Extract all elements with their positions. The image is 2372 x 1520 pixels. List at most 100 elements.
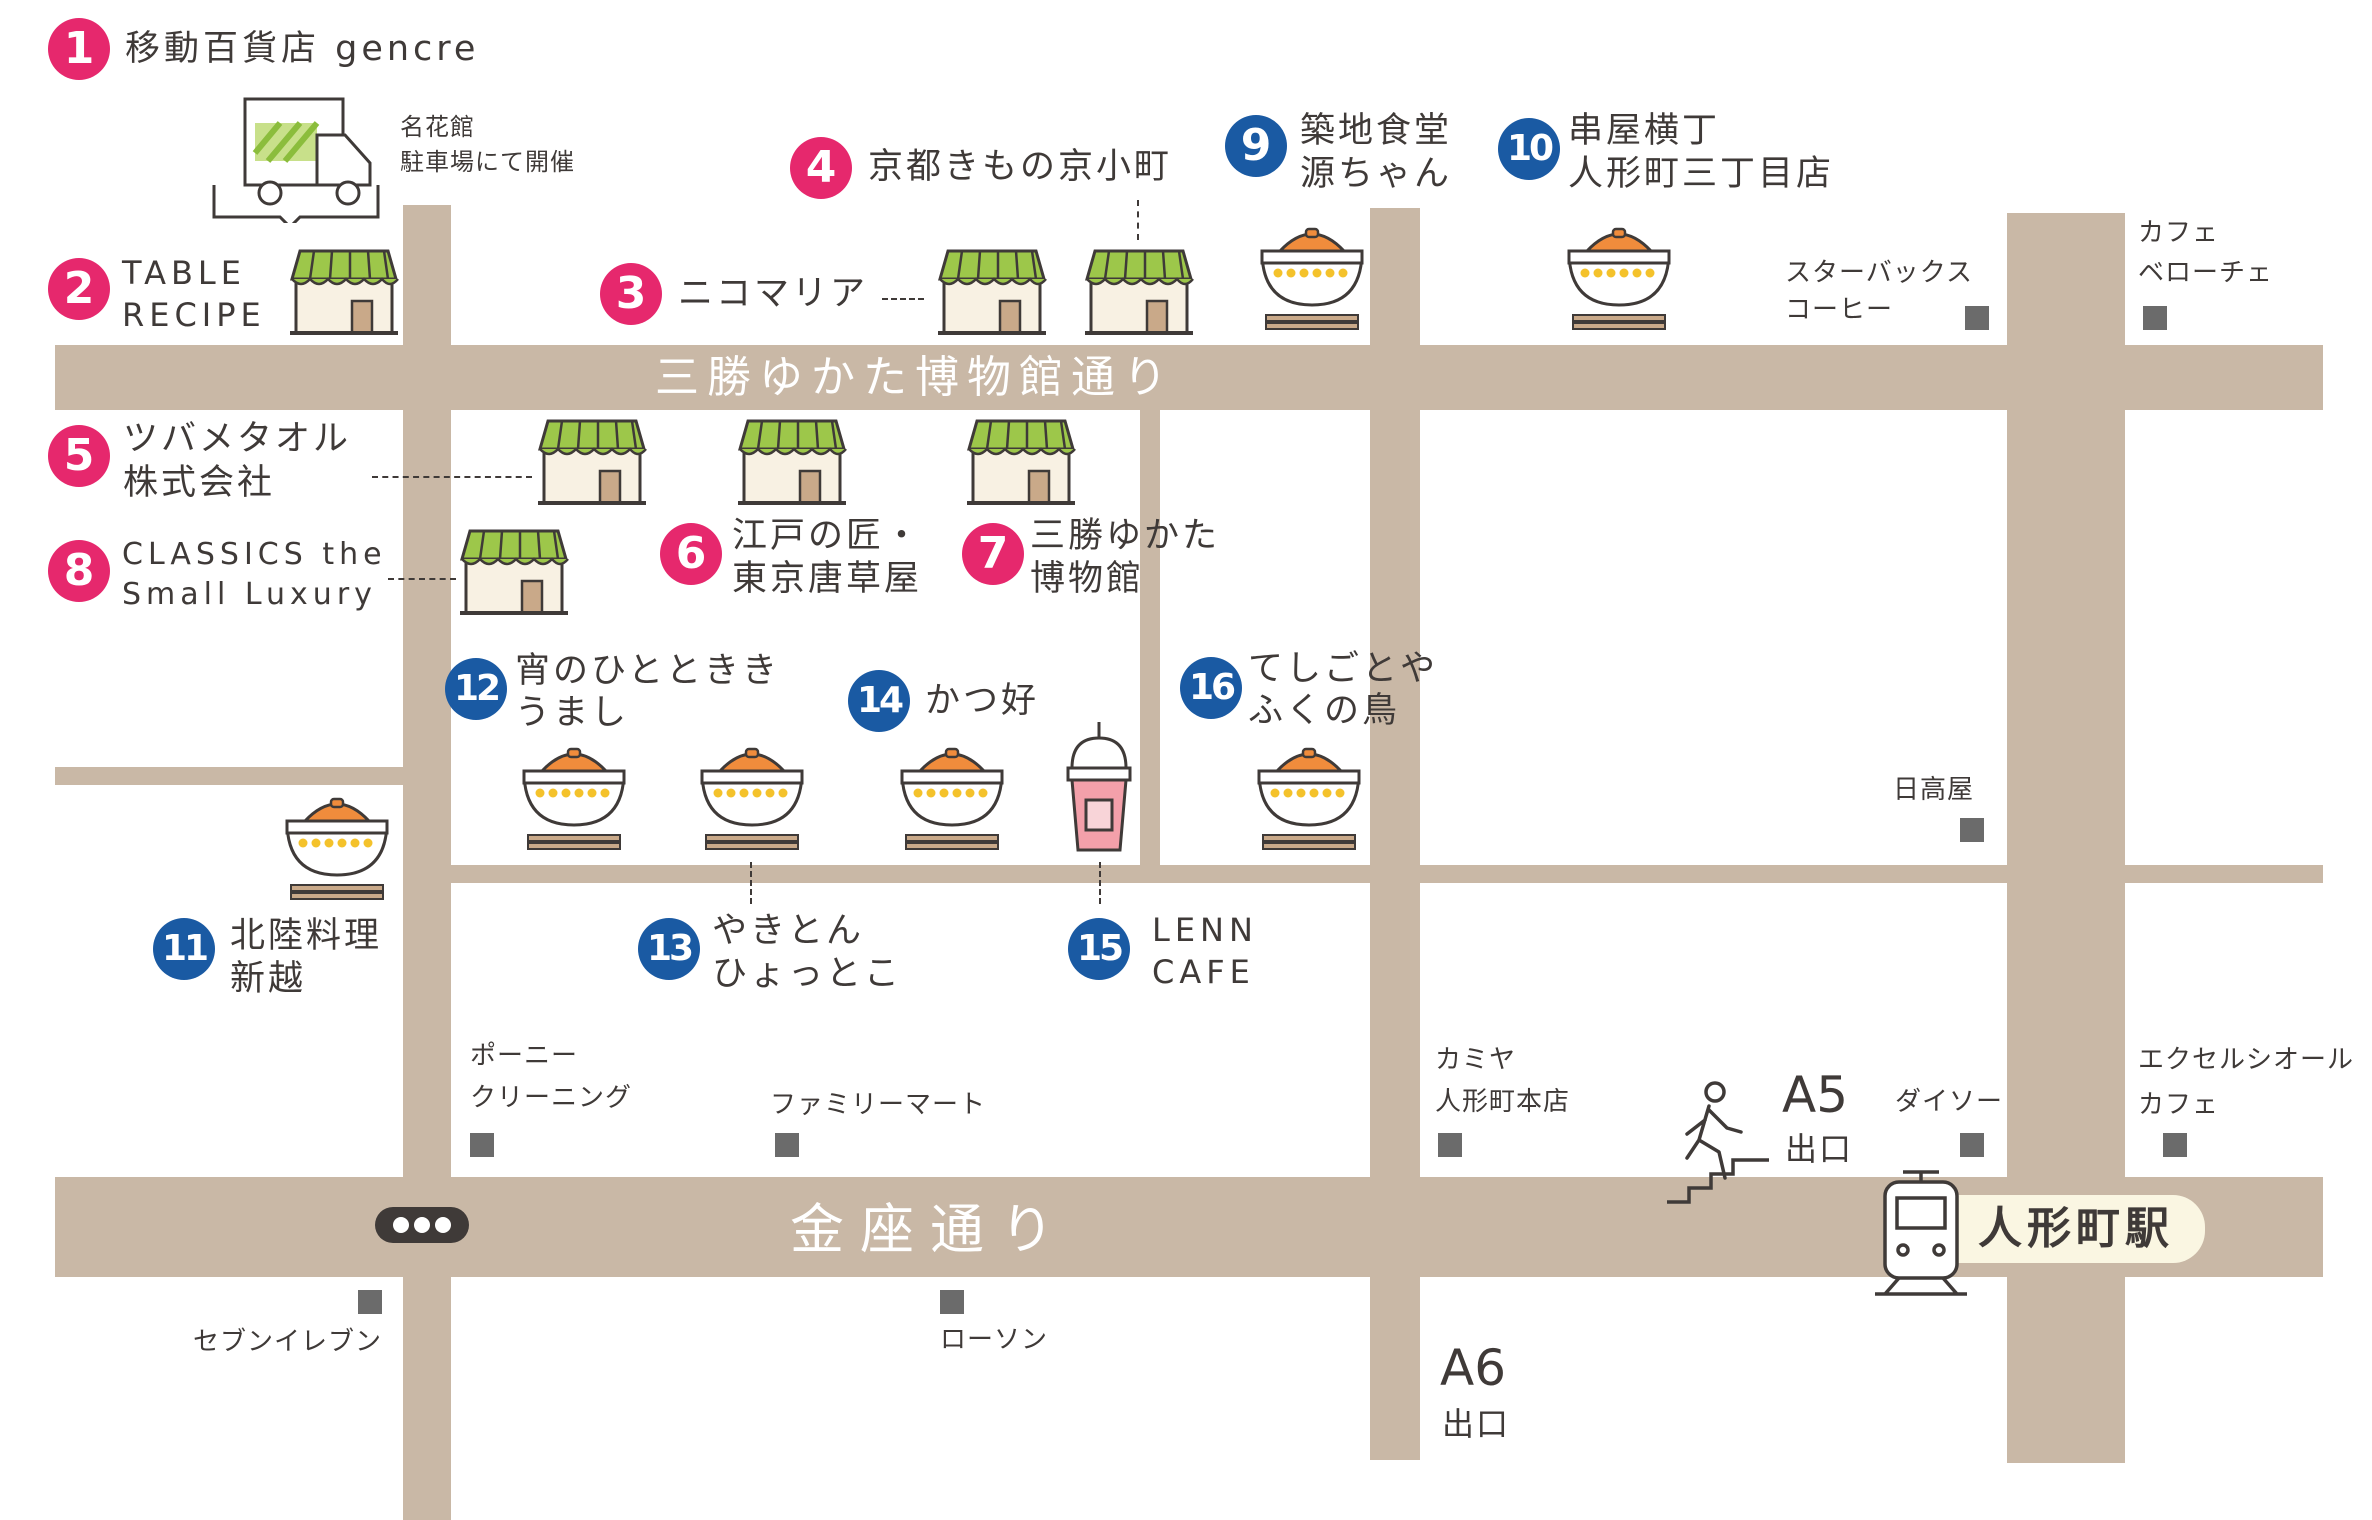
stairs-exit-icon bbox=[1667, 1081, 1769, 1204]
shop-name-1: 移動百貨店 gencre bbox=[125, 29, 480, 69]
landmark-marker bbox=[358, 1290, 382, 1314]
shop-name-16-line1: てしごとや bbox=[1248, 649, 1439, 689]
shop-badge-14: 14 bbox=[848, 670, 910, 732]
landmark-marker bbox=[940, 1290, 964, 1314]
truck-note-line1: 名花館 bbox=[400, 113, 475, 141]
shop-badge-1: 1 bbox=[48, 18, 110, 80]
shop-badge-5: 5 bbox=[48, 425, 110, 487]
landmark-kamiya-line1: カミヤ bbox=[1435, 1045, 1517, 1075]
shop-name-5-line1: ツバメタオル bbox=[123, 419, 352, 459]
restaurant-bowl-icon bbox=[1260, 227, 1364, 331]
leader-line bbox=[372, 476, 532, 478]
shop-name-11-line2: 新越 bbox=[230, 959, 307, 999]
landmark-marker bbox=[775, 1133, 799, 1157]
shop-name-12-line1: 宵のひとときき bbox=[515, 651, 780, 691]
shop-name-15-line1: LENN bbox=[1152, 911, 1258, 949]
landmark-marker bbox=[2143, 306, 2167, 330]
vertical-street-1 bbox=[403, 205, 451, 1520]
shop-badge-16: 16 bbox=[1180, 657, 1242, 719]
shop-name-10-line2: 人形町三丁目店 bbox=[1568, 154, 1835, 194]
shop-badge-2: 2 bbox=[48, 258, 110, 320]
landmark-marker bbox=[1960, 818, 1984, 842]
landmark-pony-line2: クリーニング bbox=[470, 1083, 633, 1113]
shop-badge-4: 4 bbox=[790, 137, 852, 199]
landmark-marker bbox=[1438, 1133, 1462, 1157]
landmark-daiso: ダイソー bbox=[1895, 1087, 2004, 1117]
shop-name-8-line1: CLASSICS the bbox=[122, 537, 387, 572]
shop-name-13-line2: ひょっとこ bbox=[712, 954, 903, 994]
shop-name-6-line1: 江戸の匠・ bbox=[732, 516, 923, 556]
landmark-kamiya-line2: 人形町本店 bbox=[1435, 1087, 1571, 1117]
vertical-street-2 bbox=[1140, 410, 1160, 865]
shop-name-16-line2: ふくの鳥 bbox=[1248, 691, 1401, 731]
leader-line bbox=[388, 578, 456, 580]
shop-badge-8: 8 bbox=[48, 540, 110, 602]
landmark-marker bbox=[1960, 1133, 1984, 1157]
landmark-hidakaya: 日高屋 bbox=[1893, 775, 1975, 805]
shop-icon bbox=[460, 529, 570, 615]
landmark-marker bbox=[2163, 1133, 2187, 1157]
landmark-pony-line1: ポーニー bbox=[470, 1041, 579, 1071]
shop-name-6-line2: 東京唐草屋 bbox=[732, 559, 923, 599]
landmark-marker bbox=[1965, 306, 1989, 330]
restaurant-bowl-icon bbox=[700, 747, 804, 851]
shop-icon bbox=[967, 419, 1077, 505]
shop-name-3: ニコマリア bbox=[678, 274, 869, 314]
shop-icon bbox=[538, 419, 648, 505]
shop-badge-13: 13 bbox=[638, 918, 700, 980]
shop-icon bbox=[290, 249, 400, 335]
shop-name-4: 京都きもの京小町 bbox=[868, 147, 1173, 187]
landmark-starbucks-line2: コーヒー bbox=[1785, 295, 1894, 325]
vertical-street-3 bbox=[1370, 208, 1420, 1460]
shop-name-2-line2: RECIPE bbox=[122, 296, 266, 334]
landmark-starbucks-line1: スターバックス bbox=[1785, 258, 1973, 288]
drink-cup-icon bbox=[1066, 722, 1132, 852]
landmark-familymart: ファミリーマート bbox=[770, 1090, 987, 1120]
side-street-left bbox=[55, 767, 405, 785]
landmark-veloce-line2: ベローチェ bbox=[2138, 258, 2274, 288]
shop-name-7-line1: 三勝ゆかた bbox=[1030, 516, 1221, 556]
restaurant-bowl-icon bbox=[1257, 747, 1361, 851]
side-street-middle bbox=[405, 865, 2323, 883]
truck-note-line2: 駐車場にて開催 bbox=[400, 148, 575, 176]
shop-name-15-line2: CAFE bbox=[1152, 953, 1255, 991]
landmark-marker bbox=[470, 1133, 494, 1157]
exit-a5-label: 出口 bbox=[1785, 1130, 1854, 1168]
leader-line bbox=[882, 298, 924, 300]
shop-name-5-line2: 株式会社 bbox=[123, 463, 276, 503]
exit-a6-code: A6 bbox=[1440, 1339, 1507, 1397]
leader-line bbox=[1099, 862, 1101, 904]
leader-line bbox=[1137, 200, 1139, 240]
restaurant-bowl-icon bbox=[1567, 227, 1671, 331]
shop-icon bbox=[1085, 249, 1195, 335]
upper-street-name: 三勝ゆかた博物館通り bbox=[655, 352, 1175, 403]
vertical-street-4 bbox=[2007, 213, 2125, 1463]
landmark-excelsior-line2: カフェ bbox=[2138, 1090, 2220, 1120]
restaurant-bowl-icon bbox=[285, 797, 389, 901]
station-name: 人形町駅 bbox=[1978, 1203, 2174, 1254]
upper-street-road bbox=[55, 345, 2323, 410]
bus-stop-icon bbox=[375, 1207, 469, 1243]
shop-name-12-line2: うまし bbox=[515, 693, 630, 733]
shop-badge-3: 3 bbox=[600, 263, 662, 325]
landmark-seven-eleven: セブンイレブン bbox=[193, 1327, 383, 1357]
shop-name-2-line1: TABLE bbox=[122, 254, 246, 292]
shop-badge-7: 7 bbox=[962, 523, 1024, 585]
shop-name-8-line2: Small Luxury bbox=[122, 577, 377, 612]
shop-badge-11: 11 bbox=[153, 918, 215, 980]
train-icon bbox=[1875, 1170, 1967, 1296]
leader-line bbox=[750, 862, 752, 904]
shop-name-7-line2: 博物館 bbox=[1030, 559, 1145, 599]
shop-icon bbox=[738, 419, 848, 505]
station-pill bbox=[1935, 1195, 2205, 1263]
shop-name-9-line2: 源ちゃん bbox=[1300, 154, 1453, 194]
restaurant-bowl-icon bbox=[522, 747, 626, 851]
shop-icon bbox=[938, 249, 1048, 335]
delivery-truck-icon bbox=[212, 97, 380, 223]
shop-name-11-line1: 北陸料理 bbox=[230, 916, 383, 956]
landmark-veloce-line1: カフェ bbox=[2138, 218, 2220, 248]
shop-name-14: かつ好 bbox=[925, 681, 1040, 721]
shop-badge-9: 9 bbox=[1225, 115, 1287, 177]
shop-name-10-line1: 串屋横丁 bbox=[1568, 111, 1721, 151]
